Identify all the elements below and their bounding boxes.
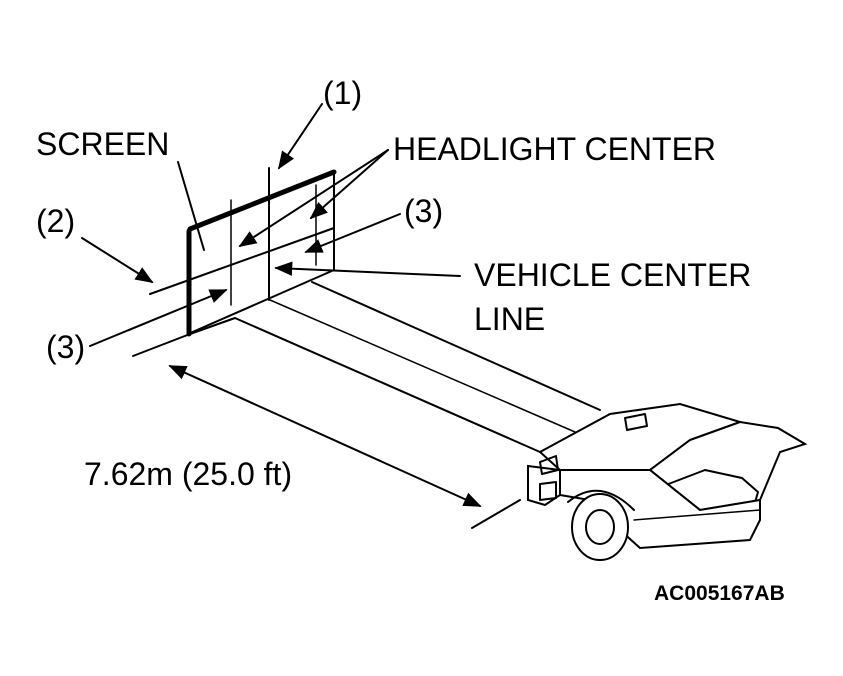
screen-top-edge [187,169,337,232]
car-left-tail-light [539,455,559,475]
leader-callout-3-lower [89,289,228,347]
car-body-side [559,469,761,550]
horizontal-center-line [149,227,335,295]
car-wheel-arch [567,489,635,511]
leader-callout-2 [81,237,154,283]
car-rear-light-block [539,481,557,501]
leader-headlight-center-left [238,149,389,247]
distance-dimension [168,365,521,529]
car-illustration [527,402,808,561]
distance-end-tick [471,499,521,529]
label-vehicle-center-line-2: LINE [474,301,545,337]
floor-right-edge [311,281,601,411]
label-callout-3-lower: (3) [46,329,85,365]
leader-headlight-center-right [309,149,389,220]
leader-callout-3-upper [304,213,401,253]
label-headlight-center: HEADLIGHT CENTER [393,131,716,167]
label-screen: SCREEN [36,126,169,162]
label-figure-code: AC005167AB [654,582,785,605]
car-rear-wheel-hub [585,509,615,545]
car-right-tail-light [624,413,648,431]
label-callout-2: (2) [36,203,75,239]
leader-callout-1 [277,103,323,170]
screen-panel [187,171,335,335]
leader-screen [177,161,205,251]
car-rear-wheel [571,493,629,561]
label-callout-1: (1) [323,75,362,111]
car-rear-bumper [527,464,561,507]
leader-vehicle-center-line [274,261,461,277]
floor-left-edge [189,317,541,453]
car-side-trim [633,509,761,521]
distance-arrow [168,365,482,507]
label-vehicle-center-line-1: VEHICLE CENTER [474,257,751,293]
floor-front-line [132,333,191,357]
label-distance: 7.62m (25.0 ft) [84,456,292,492]
leader-lines [81,103,461,347]
label-callout-3-upper: (3) [404,193,443,229]
screen [149,167,337,337]
